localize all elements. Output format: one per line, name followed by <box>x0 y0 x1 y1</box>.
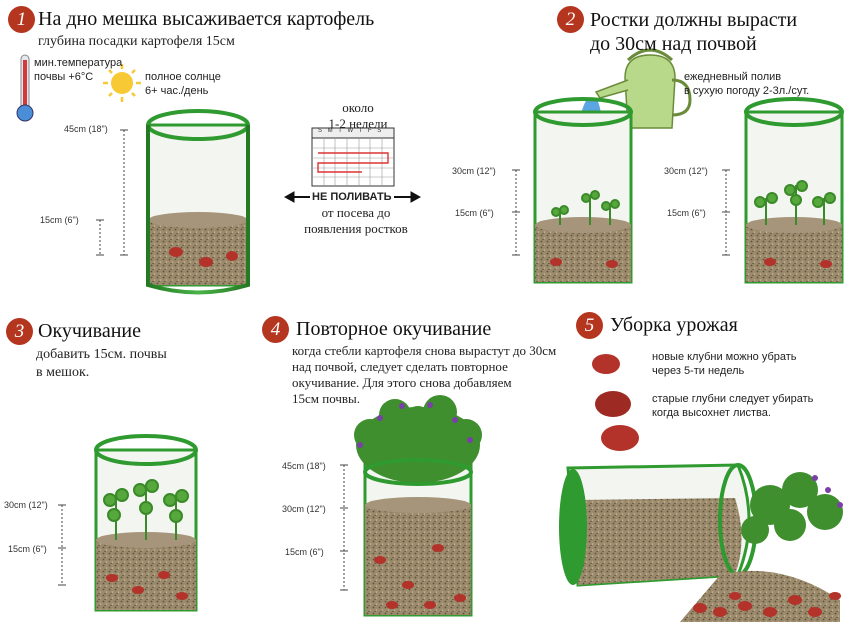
dim-15cm-step3: 15cm (6") <box>8 544 47 554</box>
dim-15cm-step2a: 15cm (6") <box>455 208 494 218</box>
watering-instructions: ежедневный полив в сухую погоду 2-3л./су… <box>684 71 810 97</box>
grow-bag-step1 <box>146 109 250 295</box>
step-4-title: Повторное окучивание <box>296 318 492 340</box>
potato-illustrations <box>592 354 639 451</box>
dim-15cm-step1: 15cm (6") <box>40 215 79 225</box>
dimension-lines-step4 <box>340 464 348 591</box>
dim-45cm-step4: 45cm (18") <box>282 461 326 471</box>
step-2-badge: 2 <box>557 6 584 33</box>
tipped-grow-bag <box>559 463 843 622</box>
dimension-lines-step1 <box>96 129 128 256</box>
dimension-lines-step2a <box>512 169 520 256</box>
step-1-subtitle: глубина посадки картофеля 15см <box>38 34 235 49</box>
step-4-text: когда стебли картофеля снова вырастут до… <box>292 343 557 406</box>
soil-temperature-label: мин.температура почвы +6°С <box>34 57 123 83</box>
dim-45cm-step1: 45cm (18") <box>64 124 108 134</box>
dim-30cm-step2a: 30cm (12") <box>452 166 496 176</box>
sun-requirement-label: полное солнце 6+ час./день <box>145 71 221 97</box>
dim-15cm-step4: 15cm (6") <box>285 547 324 557</box>
step-4-badge: 4 <box>262 316 289 343</box>
grow-bag-step3 <box>94 434 198 612</box>
old-tubers-note: старые глубни следует убирать когда высо… <box>652 393 814 419</box>
grow-bag-step2-watering <box>533 97 633 284</box>
germination-period: около 1-2 нелели <box>328 100 388 131</box>
dim-15cm-step2b: 15cm (6") <box>667 208 706 218</box>
step-3-title: Окучивание <box>38 320 141 342</box>
watering-can-icon <box>594 48 692 129</box>
dimension-lines-step2b <box>722 169 730 256</box>
calendar-icon <box>311 127 395 187</box>
step-5-title: Уборка урожая <box>610 314 738 336</box>
grow-bag-step2-sprouts <box>744 97 844 284</box>
dim-30cm-step2b: 30cm (12") <box>664 166 708 176</box>
step-1-title: На дно мешка высаживается картофель <box>38 8 375 30</box>
no-watering-label: НЕ ПОЛИВАТЬ <box>310 190 394 204</box>
step-1-badge: 1 <box>8 6 35 33</box>
step-2-title: Ростки должны вырасти до 30см над почвой <box>590 9 798 55</box>
no-watering-note: от посева до появления ростков <box>304 205 408 236</box>
sun-icon <box>103 64 141 102</box>
thermometer-icon <box>16 54 34 122</box>
step-5-badge: 5 <box>576 312 603 339</box>
calendar-weekdays: S M T W T F S <box>318 128 384 134</box>
new-tubers-note: новые клубни можно убрать через 5-ти нед… <box>652 351 797 377</box>
dim-30cm-step3: 30cm (12") <box>4 500 48 510</box>
grow-bag-step4 <box>354 395 482 617</box>
dim-30cm-step4: 30cm (12") <box>282 504 326 514</box>
step-3-text: добавить 15см. почвы в мешок. <box>36 347 167 380</box>
step-3-badge: 3 <box>6 318 33 345</box>
dimension-lines-step3 <box>58 504 66 586</box>
